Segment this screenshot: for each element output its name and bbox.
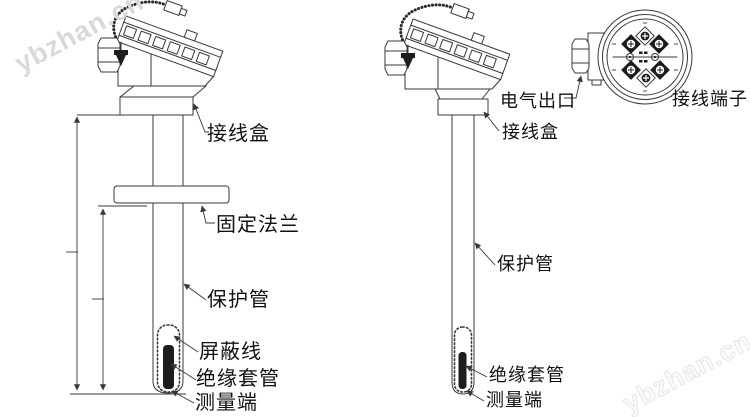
terminal-screws — [612, 22, 678, 92]
right-collar — [437, 98, 489, 116]
label-left-fixed-flange: 固定法兰 — [216, 214, 300, 236]
left-leader-lines — [170, 103, 215, 404]
left-head — [96, 0, 228, 88]
label-left-insulation-sleeve: 绝缘套管 — [196, 368, 280, 390]
right-measuring-rod — [458, 352, 467, 389]
left-protection-tube — [152, 115, 184, 394]
left-insulation-sleeve — [156, 324, 181, 393]
left-thermocouple — [96, 0, 230, 394]
right-protection-tube — [451, 115, 475, 395]
label-right-insulation-sleeve: 绝缘套管 — [489, 365, 565, 385]
label-left-protection-tube: 保护管 — [207, 289, 270, 311]
label-right-protection-tube: 保护管 — [497, 254, 554, 274]
label-right-electrical-outlet: 电气出口 — [500, 91, 576, 111]
label-left-junction-box: 接线盒 — [207, 123, 270, 145]
label-left-measuring-end: 测量端 — [195, 392, 258, 414]
label-right-junction-box: 接线盒 — [502, 122, 559, 142]
right-neck — [434, 88, 491, 100]
left-dimension-lines — [66, 114, 186, 395]
right-insulation-sleeve — [453, 326, 473, 393]
right-head — [383, 2, 515, 91]
label-right-measuring-end: 测量端 — [486, 390, 543, 410]
left-neck — [119, 85, 207, 98]
label-terminal-block: 接线端子 — [672, 89, 748, 109]
right-thermocouple — [383, 2, 515, 395]
left-collar — [119, 96, 194, 116]
left-measuring-rod — [163, 345, 174, 389]
left-flange — [113, 185, 230, 204]
label-left-shield-wire: 屏蔽线 — [199, 341, 262, 363]
right-leader-lines — [465, 72, 673, 402]
terminal-head-end-view — [571, 9, 693, 105]
